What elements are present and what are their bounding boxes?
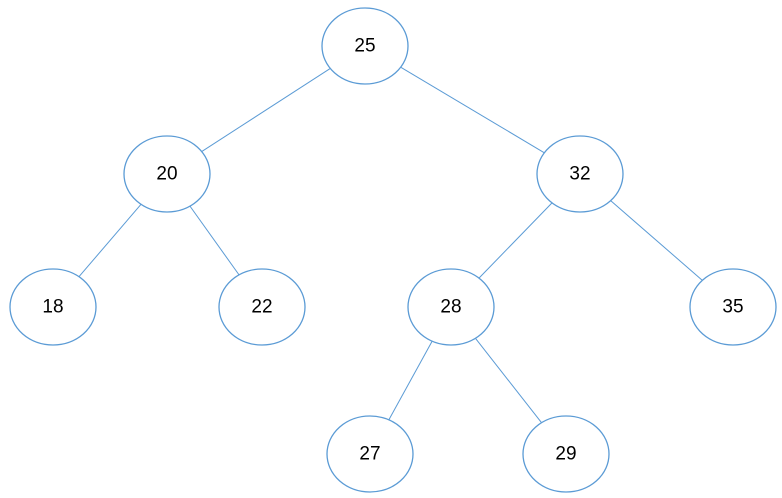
edge-32-28 bbox=[478, 202, 553, 279]
tree-node-28: 28 bbox=[407, 268, 495, 346]
node-label: 25 bbox=[354, 36, 375, 57]
node-circle bbox=[536, 135, 624, 213]
tree-node-18: 18 bbox=[9, 268, 97, 346]
edge-32-35 bbox=[610, 200, 703, 281]
node-circle bbox=[321, 7, 409, 85]
edge-25-20 bbox=[201, 68, 331, 152]
edge-25-32 bbox=[400, 66, 545, 154]
node-label: 27 bbox=[359, 444, 380, 465]
node-circle bbox=[689, 268, 777, 346]
edge-28-27 bbox=[388, 340, 433, 421]
edge-28-29 bbox=[475, 337, 542, 424]
edges-layer bbox=[78, 66, 703, 424]
node-label: 22 bbox=[251, 297, 272, 318]
node-circle bbox=[407, 268, 495, 346]
tree-node-32: 32 bbox=[536, 135, 624, 213]
edge-20-22 bbox=[189, 205, 240, 276]
nodes-layer: 25 20 32 18 22 28 35 27 29 bbox=[9, 7, 777, 493]
node-label: 20 bbox=[156, 164, 177, 185]
node-circle bbox=[218, 268, 306, 346]
node-circle bbox=[522, 415, 610, 493]
tree-node-20: 20 bbox=[123, 135, 211, 213]
edge-20-18 bbox=[78, 203, 142, 278]
tree-node-35: 35 bbox=[689, 268, 777, 346]
node-label: 28 bbox=[440, 297, 461, 318]
tree-node-27: 27 bbox=[326, 415, 414, 493]
node-label: 32 bbox=[569, 164, 590, 185]
tree-node-25: 25 bbox=[321, 7, 409, 85]
node-circle bbox=[9, 268, 97, 346]
node-label: 18 bbox=[42, 297, 63, 318]
node-label: 29 bbox=[555, 444, 576, 465]
node-circle bbox=[326, 415, 414, 493]
node-label: 35 bbox=[722, 297, 743, 318]
tree-node-22: 22 bbox=[218, 268, 306, 346]
tree-node-29: 29 bbox=[522, 415, 610, 493]
node-circle bbox=[123, 135, 211, 213]
